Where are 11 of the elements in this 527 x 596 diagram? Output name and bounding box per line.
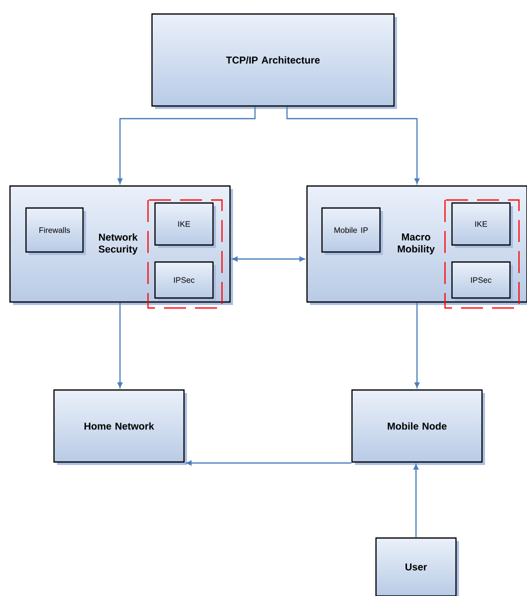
arrow — [414, 302, 420, 388]
arrow — [118, 106, 256, 184]
process-box: User — [375, 537, 459, 596]
process-box: Mobile Node — [351, 389, 485, 465]
arrow — [186, 460, 352, 466]
process-box: TCP/IP Architecture — [151, 13, 397, 109]
process-box: Home Network — [53, 389, 187, 465]
arrow — [414, 464, 418, 538]
arrow — [286, 106, 420, 184]
arrow — [232, 256, 305, 262]
arrow — [118, 302, 122, 388]
